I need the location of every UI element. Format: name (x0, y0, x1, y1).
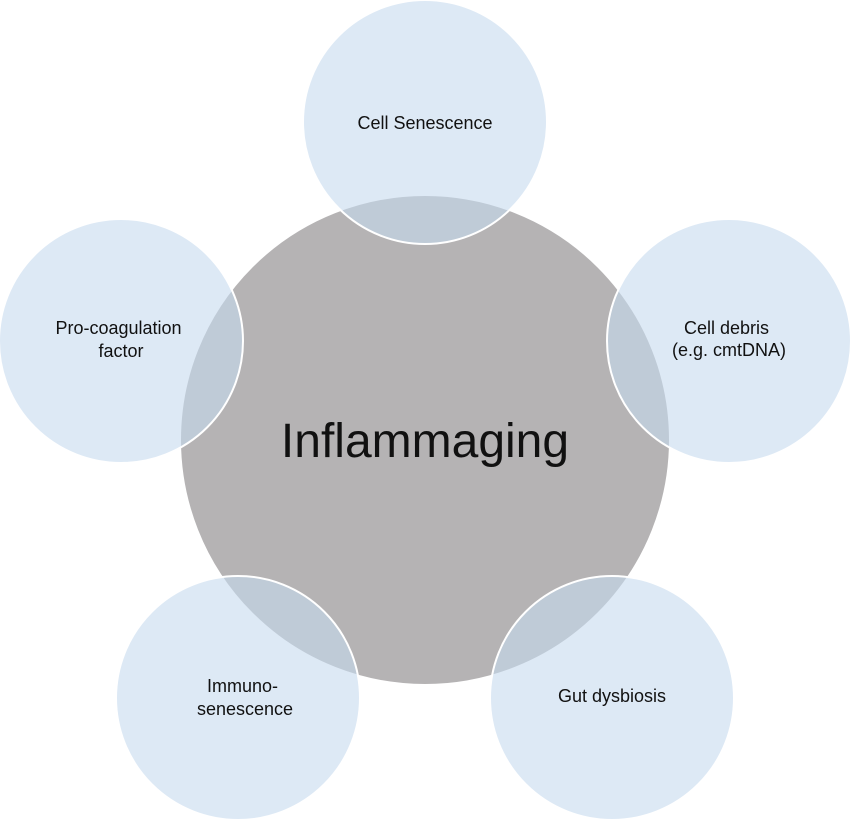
satellite-label-cell-senescence: Cell Senescence (357, 113, 492, 133)
satellite-circle-cell-senescence (302, 0, 548, 245)
satellite-circle-immunosenescence (115, 575, 361, 821)
satellite-label-gut-dysbiosis: Gut dysbiosis (558, 686, 666, 706)
satellite-label-pro-coagulation-factor: Pro-coagulation factor (55, 318, 186, 361)
satellite-circle-cell-debris (606, 218, 850, 464)
satellite-label-cell-debris: Cell debris (e.g. cmtDNA) (672, 318, 786, 360)
satellite-circle-pro-coagulation-factor (0, 218, 244, 464)
center-label: Inflammaging (281, 415, 569, 468)
satellite-label-immunosenescence: Immuno- senescence (197, 676, 293, 719)
satellite-circle-gut-dysbiosis (489, 575, 735, 821)
